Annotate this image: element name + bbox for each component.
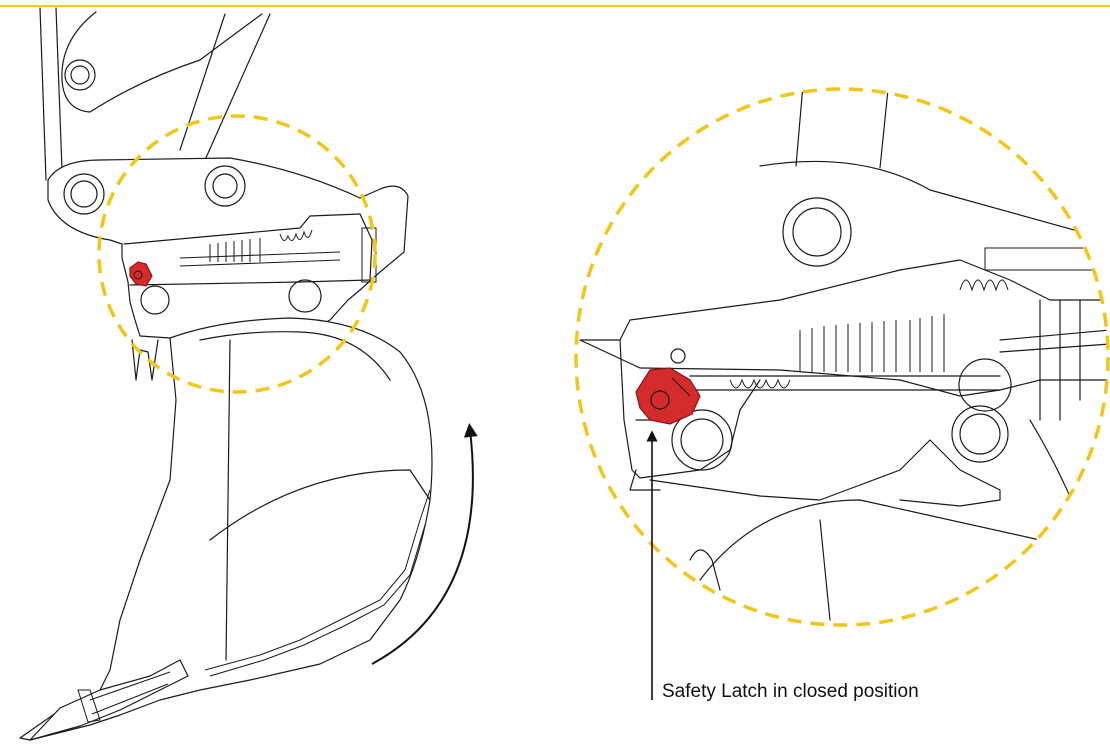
coupler-hook-detail — [619, 339, 1001, 507]
safety-latch-small — [129, 261, 153, 287]
coupler-housing-detail — [579, 259, 1108, 397]
coupler-pin-front — [63, 173, 105, 215]
highlight-circle-zoom — [574, 87, 1110, 627]
upper-pin-detail — [782, 197, 852, 267]
ripper-shank — [19, 317, 433, 741]
arm-pivot-hole — [64, 59, 96, 91]
excavator-arm — [39, 7, 271, 181]
curved-arrow-icon — [371, 423, 478, 665]
highlight-circle-small — [97, 114, 377, 394]
overview-drawing — [19, 7, 478, 741]
callout-label: Safety Latch in closed position — [662, 681, 919, 702]
zoomed-detail — [579, 89, 1108, 621]
coupler-pin-rear — [204, 165, 246, 207]
